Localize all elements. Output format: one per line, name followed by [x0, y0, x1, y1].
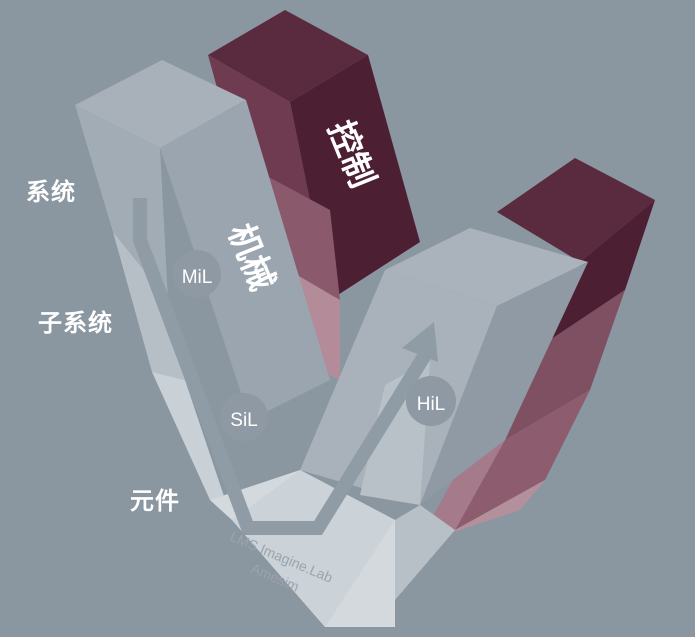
stage-label-sil: SiL: [230, 410, 257, 431]
mil-circle: [173, 250, 221, 298]
v-structure: [75, 60, 588, 627]
stage-label-hil: HiL: [417, 394, 446, 415]
hil-circle: [406, 376, 456, 426]
control-block-right: [420, 158, 655, 540]
v-process-arrow: [133, 198, 438, 535]
level-label-subsystem: 子系统: [38, 309, 113, 337]
sil-circle: [220, 393, 268, 441]
level-label-component: 元件: [130, 487, 180, 515]
arrow-head-icon: [402, 322, 438, 362]
stage-label-mil: MiL: [182, 267, 213, 288]
level-label-system: 系统: [26, 178, 76, 206]
